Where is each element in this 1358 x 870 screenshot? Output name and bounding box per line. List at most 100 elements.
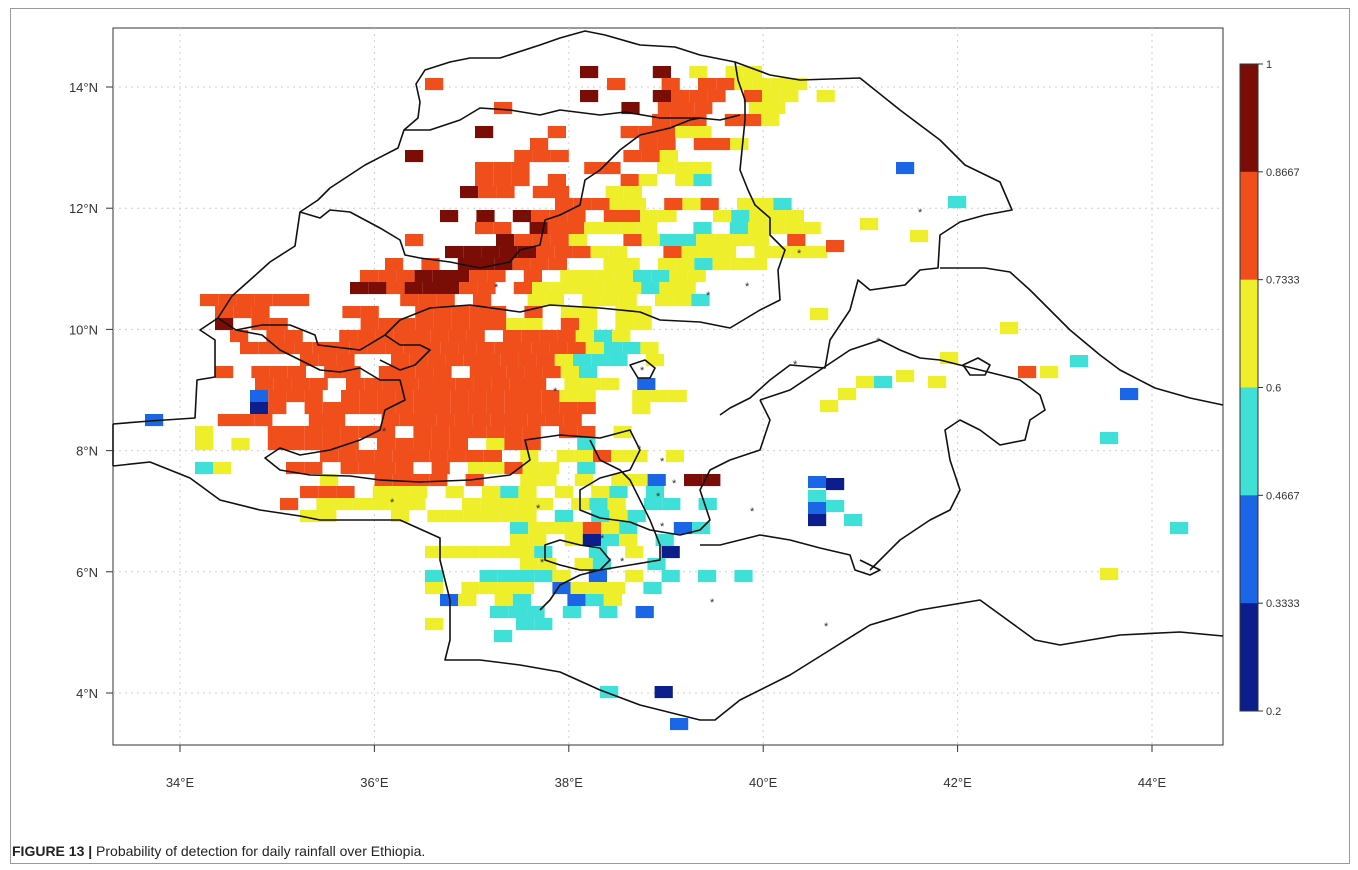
pod-cell [449,438,468,451]
pod-cell [391,510,410,523]
pod-cell [284,330,303,343]
pod-cell [641,234,660,247]
pod-cell [268,402,287,415]
pod-cell [640,210,659,223]
pod-cell [497,570,516,583]
pod-cell [359,402,378,415]
pod-cell [585,342,604,355]
pod-cell [215,366,234,379]
pod-cell [510,534,529,547]
pod-cell [364,378,383,391]
pod-cell [430,330,449,343]
pod-cell [372,486,391,499]
pod-cell [287,366,306,379]
pod-cell [500,354,519,367]
pod-cell [570,582,589,595]
pod-cell [677,282,696,295]
pod-cell [486,426,505,439]
pod-cell [573,354,592,367]
pod-cell [652,114,671,127]
svg-text:*: * [536,503,541,515]
pod-cell [612,330,631,343]
pod-cell [593,450,612,463]
pod-cell [522,426,541,439]
pod-cell [808,490,827,503]
pod-cell [620,174,639,187]
pod-cell [403,342,422,355]
pod-cell [734,78,753,91]
pod-cell [488,318,507,331]
pod-cell [623,150,642,163]
pod-cell [497,546,516,559]
pod-cell [659,150,678,163]
pod-cell [582,294,601,307]
pod-cell [254,294,273,307]
pod-cell [468,390,487,403]
pod-cell [671,90,690,103]
pod-cell [425,78,444,91]
pod-cell [509,414,528,427]
pod-cell [236,294,255,307]
pod-cell [461,546,480,559]
pod-cell [513,282,532,295]
pod-cell [476,210,495,223]
pod-cell [559,390,578,403]
pod-cell [475,174,494,187]
pod-cell [534,618,553,631]
pod-cell [504,390,523,403]
pod-cell [400,294,419,307]
pod-cell [490,414,509,427]
pod-cell [421,258,440,271]
pod-cell [445,354,464,367]
pod-cell [486,438,505,451]
pod-cell [588,570,607,583]
pod-cell [808,476,827,489]
pod-cell [698,78,717,91]
pod-cell [673,294,692,307]
svg-text:*: * [710,597,715,609]
pod-cell [602,162,621,175]
pod-cell [254,414,273,427]
pod-cell [273,378,292,391]
pod-cell [579,306,598,319]
pod-cell [594,330,613,343]
pod-cell [713,210,732,223]
pod-cell [523,270,542,283]
pod-cell [488,366,507,379]
pod-cell [504,426,523,439]
pod-cell [493,222,512,235]
pod-cell [427,510,446,523]
pod-cell [304,438,323,451]
pod-cell [1100,432,1119,445]
pod-cell [267,438,286,451]
pod-cell [601,522,620,535]
pod-cell [562,606,581,619]
pod-cell [358,462,377,475]
pod-cell [592,558,611,571]
pod-cell [518,510,537,523]
pod-cell [530,138,549,151]
pod-cell [508,606,527,619]
pod-cell [693,126,712,139]
colorbar-tick-label: 0.8667 [1266,167,1300,179]
pod-cell [574,474,593,487]
pod-cell [611,450,630,463]
pod-cell [460,186,479,199]
pod-cell [405,150,424,163]
svg-text:*: * [390,497,395,509]
pod-cell [619,522,638,535]
pod-cell [427,354,446,367]
pod-cell [491,378,510,391]
pod-cell [790,246,809,259]
pod-cell [413,390,432,403]
pod-cell [657,162,676,175]
pod-cell [682,198,701,211]
pod-cell [693,222,712,235]
pod-cell [661,570,680,583]
pod-cell [620,222,639,235]
pod-cell [477,282,496,295]
pod-cell [580,90,599,103]
pod-cell [808,502,827,515]
pod-cell [445,246,464,259]
pod-cell [481,246,500,259]
